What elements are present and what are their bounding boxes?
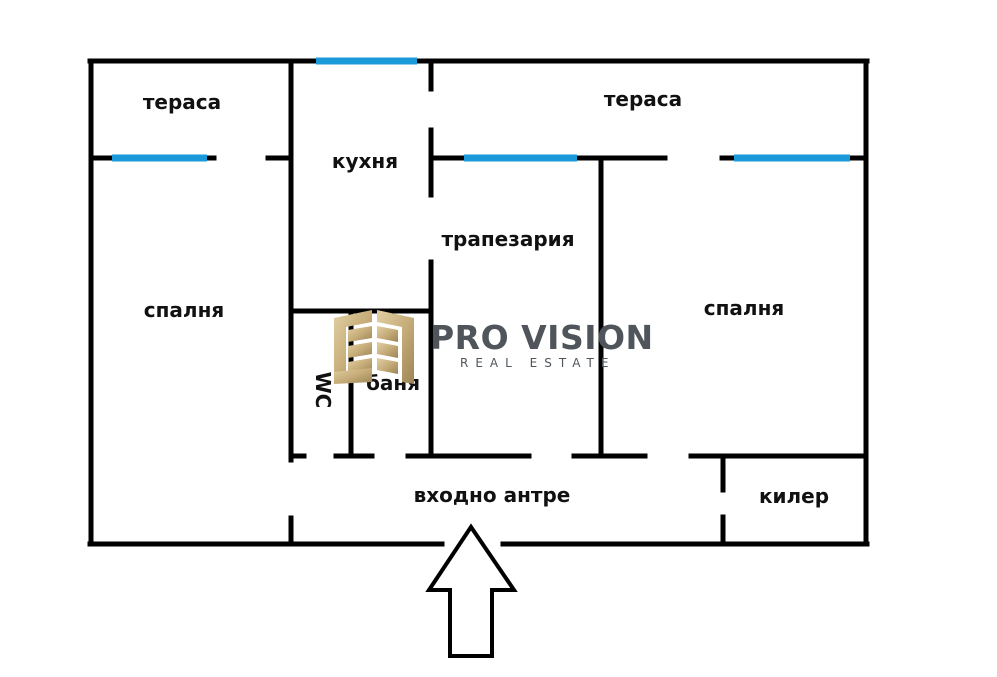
label-dining: трапезария [441, 227, 574, 251]
label-closet: килер [759, 484, 829, 508]
building-logo-icon [334, 310, 414, 384]
up-arrow-icon [425, 523, 518, 658]
label-entrance-hall: входно антре [414, 483, 571, 507]
watermark-logo: PRO VISION REAL ESTATE [334, 310, 654, 384]
label-wc: WC [311, 372, 335, 409]
windows [112, 57, 850, 162]
label-terrace-right: тераса [604, 87, 682, 111]
logo-title: PRO VISION [430, 318, 654, 357]
label-bedroom-left: спалня [144, 298, 224, 322]
label-kitchen: кухня [332, 149, 398, 173]
walls [87, 58, 870, 547]
label-terrace-left: тераса [143, 90, 221, 114]
label-bedroom-right: спалня [704, 296, 784, 320]
room-labels: тераса кухня тераса трапезария спалня сп… [143, 87, 829, 508]
logo-subtitle: REAL ESTATE [460, 356, 615, 370]
